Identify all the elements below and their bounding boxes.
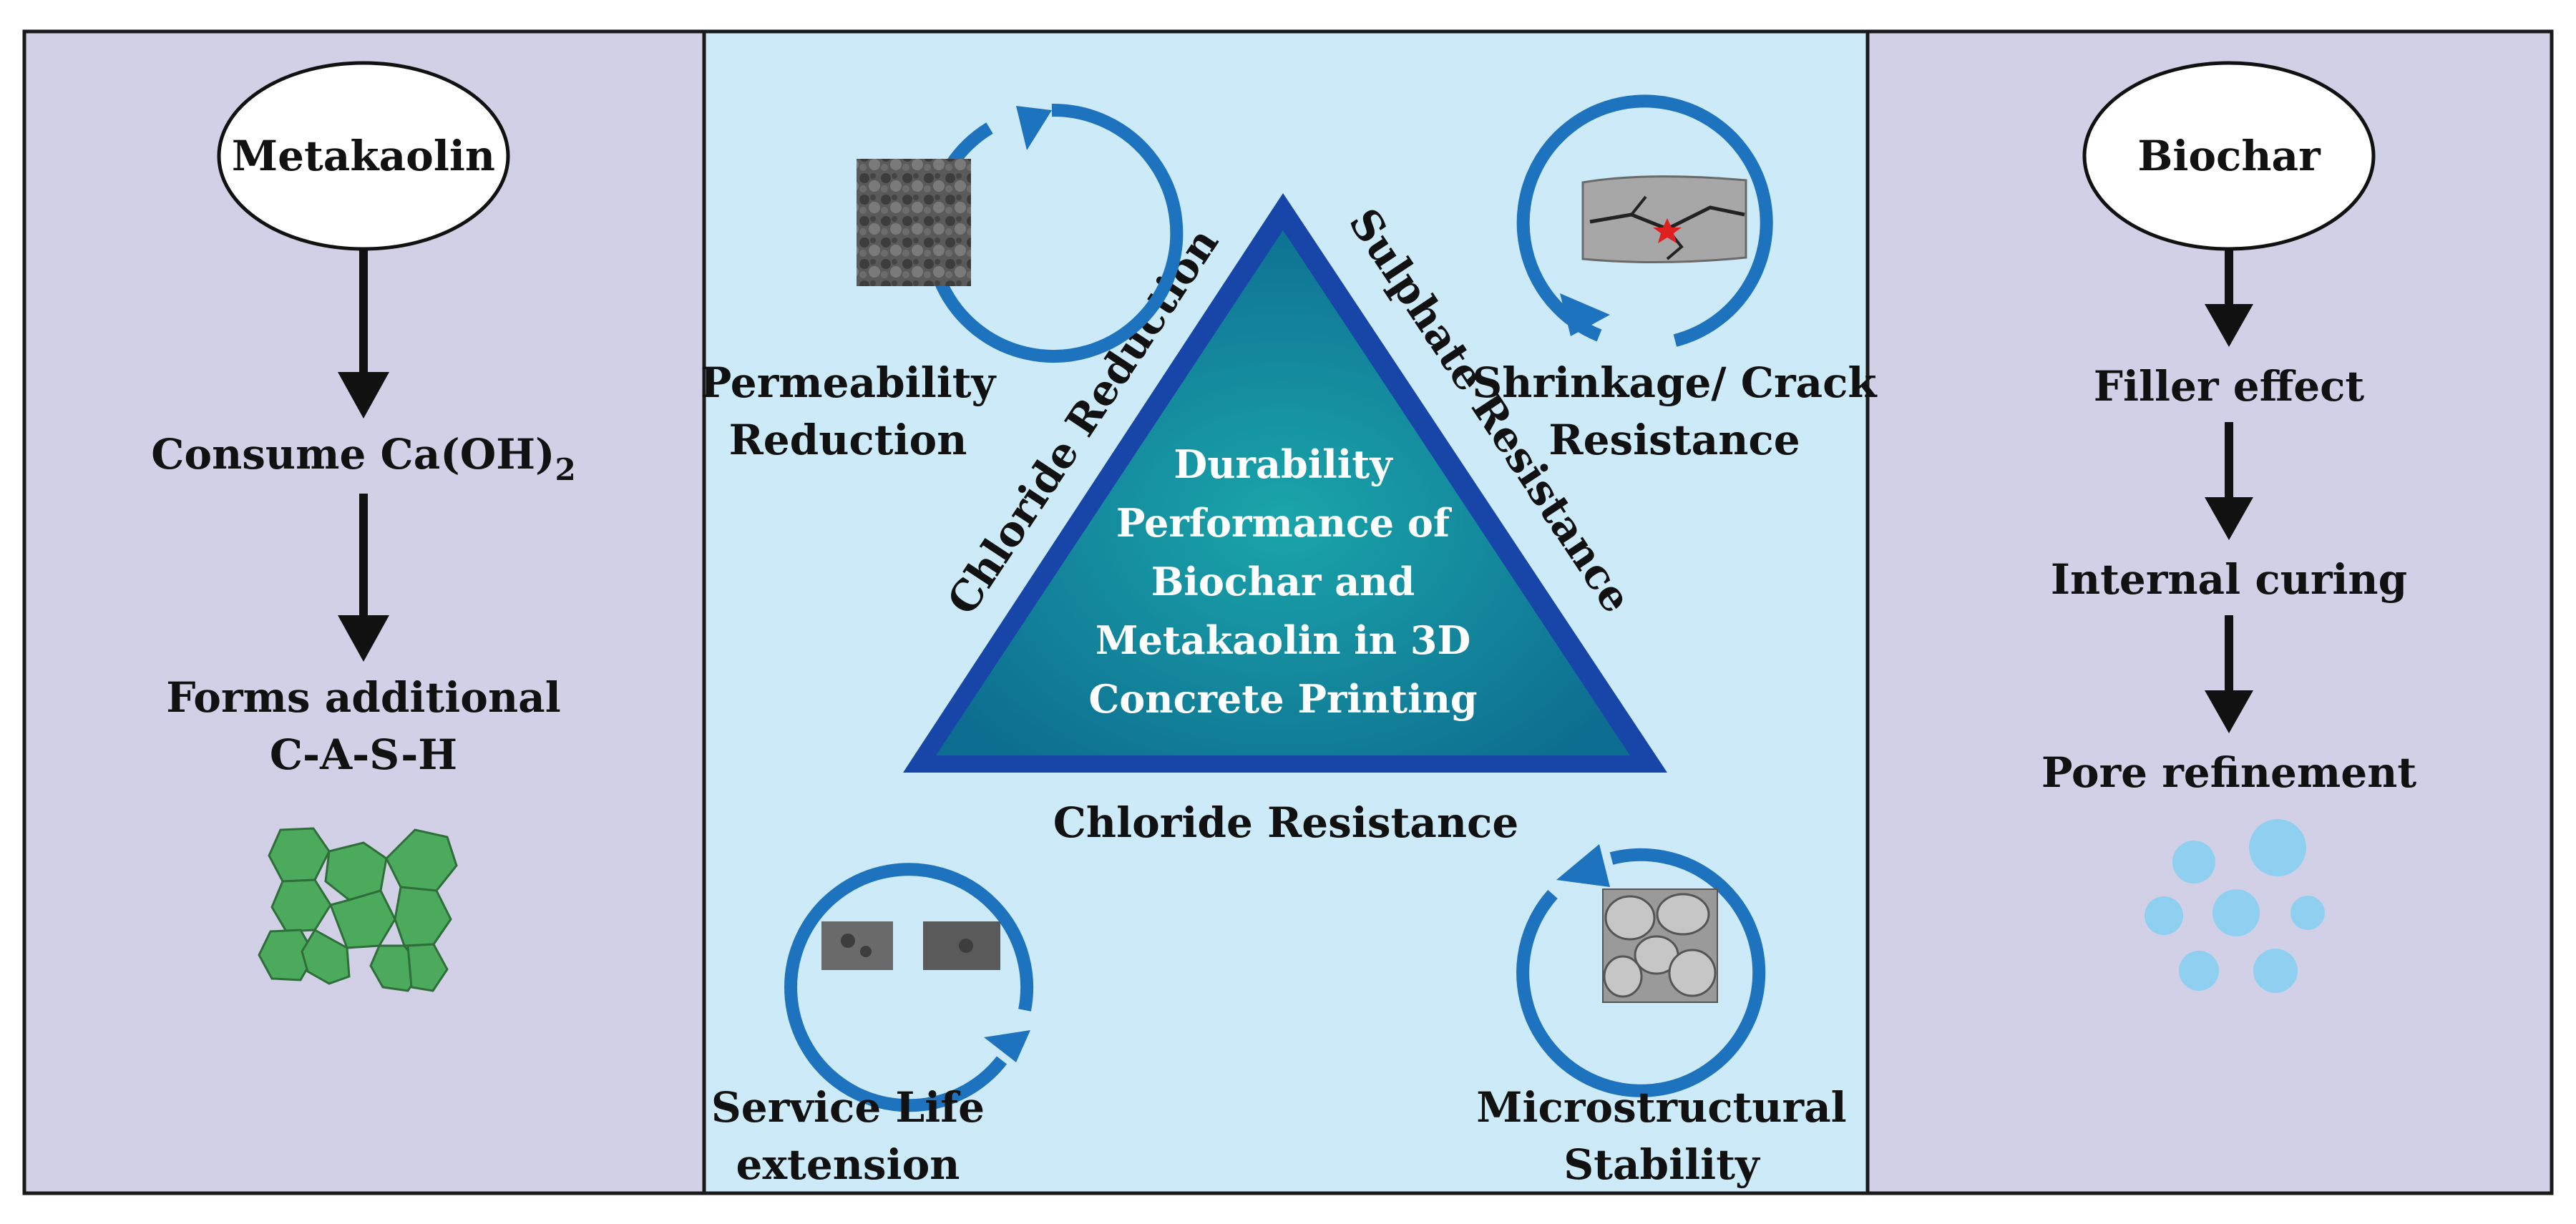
microstructural-line-2: Stability [1563, 1140, 1761, 1189]
triangle-line-1: Durability [1174, 441, 1393, 487]
microstructural-line-1: Microstructural [1476, 1083, 1846, 1132]
forms-additional-text: Forms additional [166, 673, 560, 722]
permeability-cycle [857, 103, 1184, 363]
consume-main: Consume Ca(OH) [151, 430, 555, 479]
triangle-line-2: Performance of [1116, 500, 1453, 546]
cycle-arrowhead-icon [1016, 106, 1052, 150]
outer-border [22, 29, 2554, 1195]
arrowhead-biochar-3 [2205, 690, 2253, 733]
triangle-line-3: Biochar and [1151, 559, 1415, 604]
arrowhead-metakaolin-1 [338, 372, 389, 418]
sem-texture-icon [857, 159, 971, 286]
permeability-line-1: Permeability [701, 358, 997, 407]
arrowhead-metakaolin-2 [338, 615, 389, 662]
shrinkage-line-2: Resistance [1548, 416, 1800, 464]
metakaolin-node: Metakaolin [217, 61, 510, 251]
shrinkage-cycle [1516, 94, 1773, 351]
pore-refinement-text: Pore refinement [2041, 748, 2417, 797]
hexagon-cluster-icon [258, 827, 458, 992]
cycle-arrowhead-icon [984, 1030, 1030, 1062]
chloride-resistance-label: Chloride Resistance [1053, 798, 1519, 847]
service-life-line-1: Service Life [711, 1083, 985, 1132]
consume-caoh2-text: Consume Ca(OH)2 [151, 430, 576, 487]
service-life-line-2: extension [736, 1140, 960, 1189]
pore-bubbles-icon [2145, 819, 2325, 993]
consume-subscript: 2 [555, 452, 576, 487]
filler-effect-text: Filler effect [2094, 362, 2365, 411]
metakaolin-title: Metakaolin [232, 132, 495, 180]
concrete-blocks-icon [821, 921, 1000, 970]
c-a-s-h-text: C-A-S-H [270, 730, 457, 779]
permeability-line-2: Reduction [729, 416, 967, 464]
biochar-title: Biochar [2137, 132, 2321, 180]
triangle-line-4: Metakaolin in 3D [1096, 617, 1471, 663]
cycle-arrowhead-icon [1560, 293, 1610, 336]
cycle-arrowhead-icon [1556, 844, 1610, 887]
shrinkage-line-1: Shrinkage/ Crack [1472, 358, 1878, 407]
internal-curing-text: Internal curing [2051, 555, 2407, 604]
central-triangle [903, 193, 1667, 773]
triangle-line-5: Concrete Printing [1088, 676, 1477, 722]
arrowhead-biochar-2 [2205, 497, 2253, 540]
arrowhead-biochar-1 [2205, 304, 2253, 347]
cell-structure-icon [1602, 888, 1718, 1003]
service-life-cycle [784, 863, 1034, 1112]
cracked-slab-icon [1581, 175, 1747, 264]
biochar-node: Biochar [2082, 61, 2376, 251]
microstructural-cycle [1516, 844, 1766, 1097]
